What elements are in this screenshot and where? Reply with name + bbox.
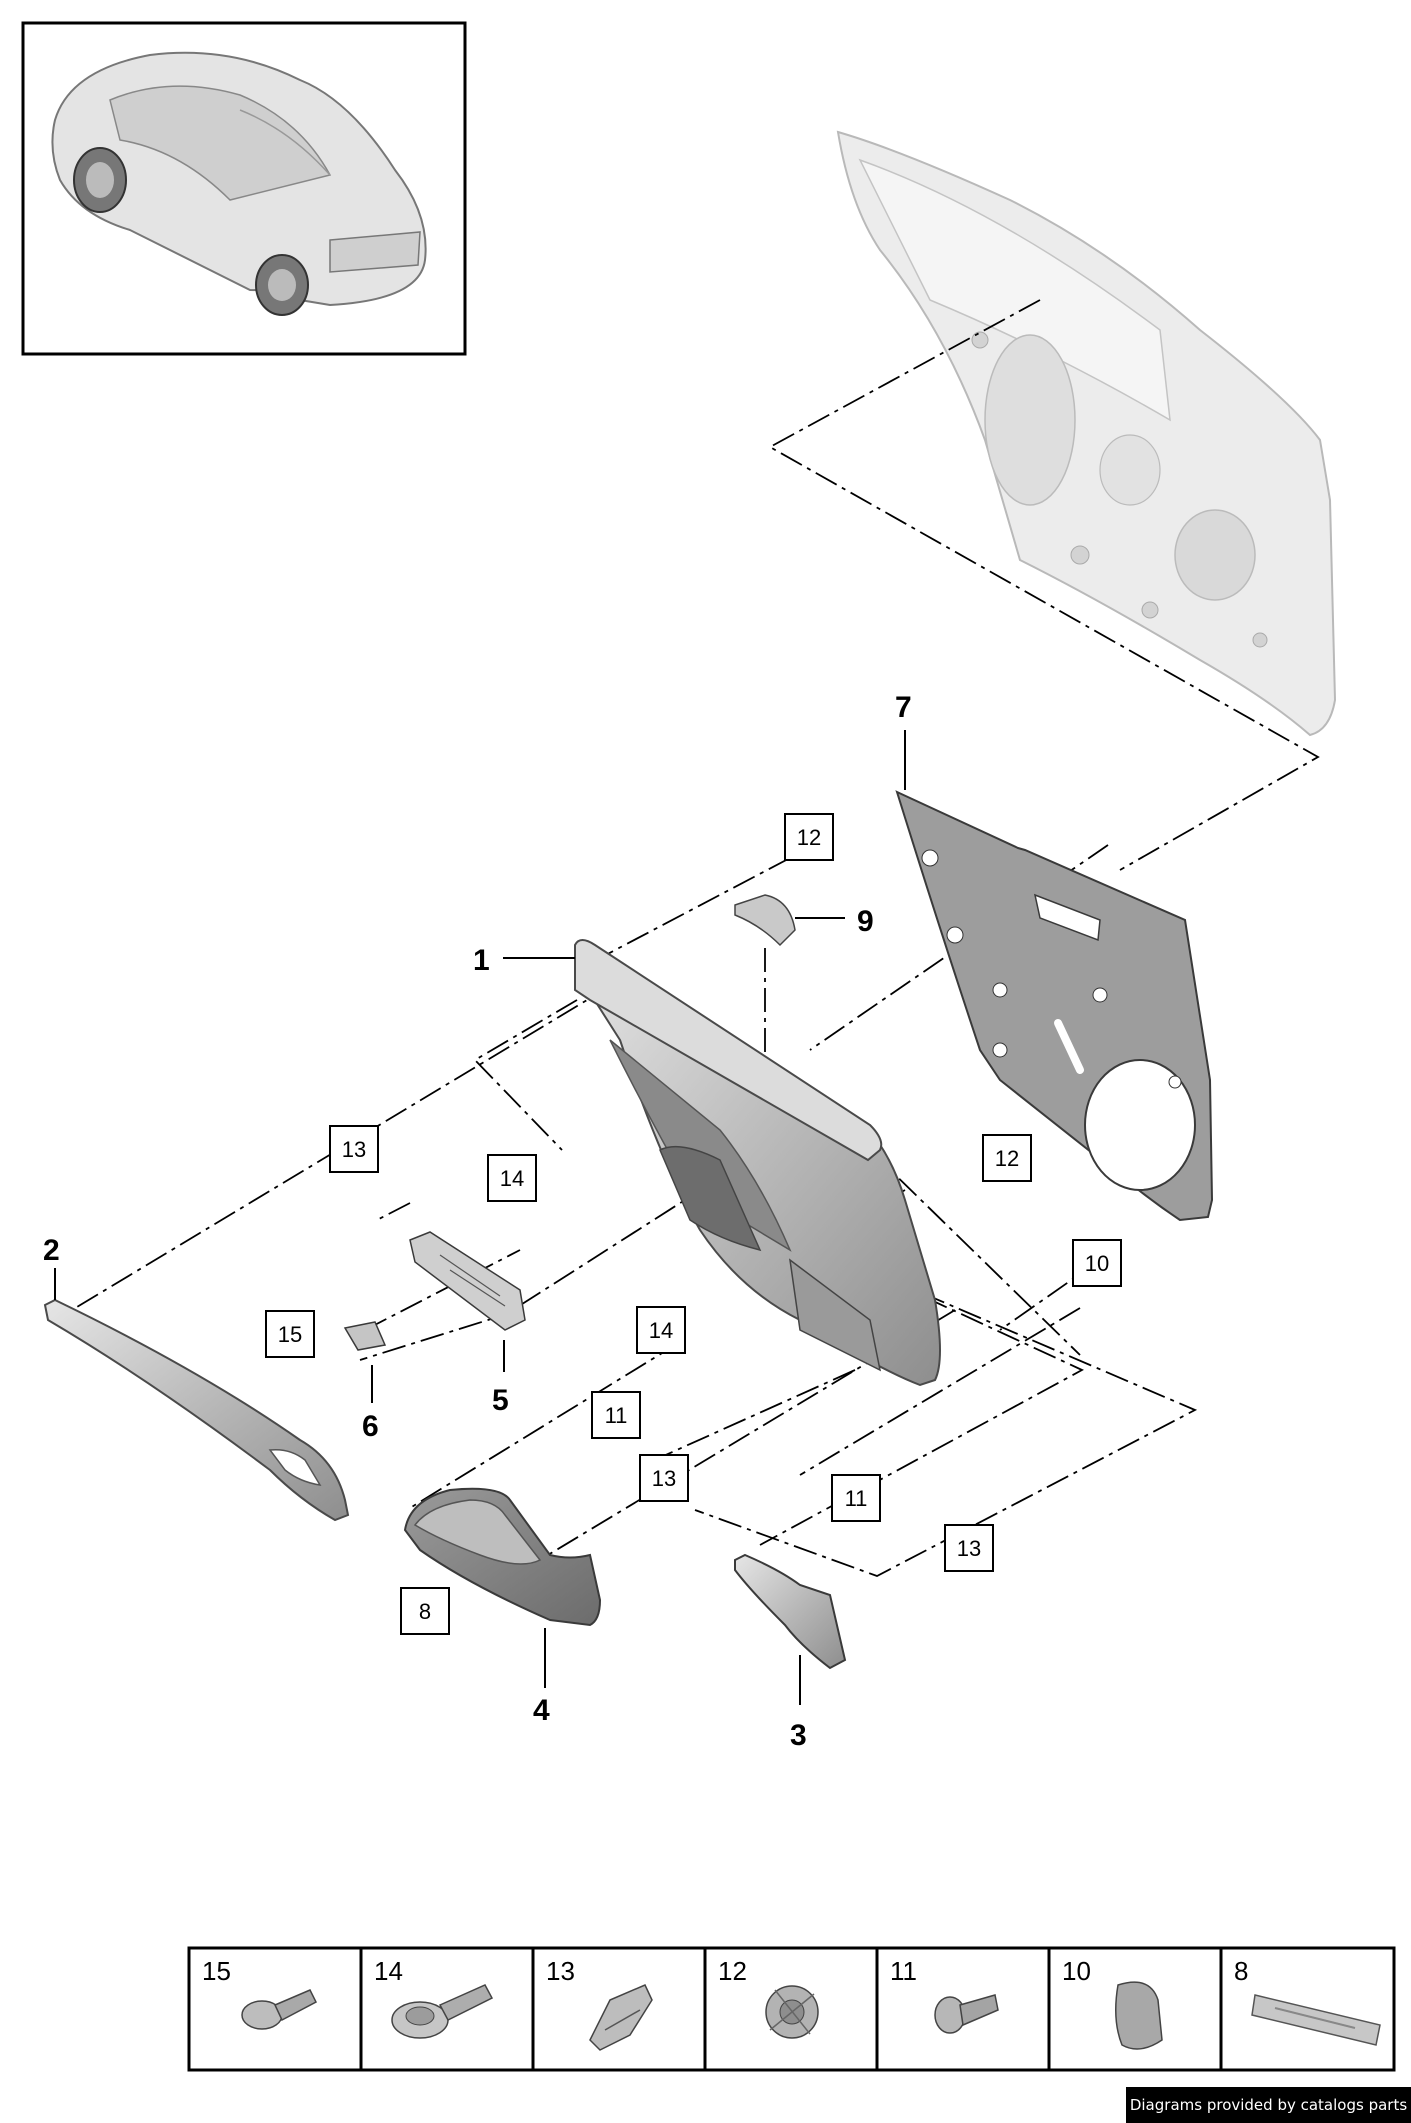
callout-6: 6 [362,1410,379,1443]
callout-7: 7 [895,691,912,724]
legend-number: 12 [718,1956,747,1986]
boxed-callout: 14 [487,1154,537,1202]
callout-3: 3 [790,1719,807,1752]
collar-screw-icon [391,1984,494,2039]
trim-cover [734,1553,847,1670]
boxed-callout: 13 [329,1125,379,1173]
small-clip [343,1321,387,1351]
boxed-callout: 11 [591,1391,641,1439]
boxed-callout: 14 [636,1306,686,1354]
badge-icon [1251,1994,1381,2046]
fastener-legend: 15 14 13 12 11 10 8 [187,1946,1396,2072]
boxed-callout-label: 12 [797,825,821,850]
clip-icon [589,1984,653,2051]
cap-icon [1115,1981,1163,2050]
callout-4: 4 [533,1694,550,1727]
callout-9: 9 [857,905,874,938]
boxed-callout-label: 11 [845,1486,868,1511]
boxed-callout-label: 11 [605,1403,628,1428]
boxed-callout-label: 13 [652,1466,676,1491]
legend-number: 14 [374,1956,403,1986]
door-trim-panel [574,939,941,1387]
screw-icon [241,1989,317,2030]
boxed-callout-label: 10 [1085,1251,1109,1276]
bracket [409,1231,526,1331]
insulation-panel [895,790,1214,1222]
boxed-callout: 13 [639,1454,689,1502]
decorative-strip [43,1298,350,1522]
boxed-callouts: 12 13 14 12 10 15 14 11 [265,813,1122,1635]
callout-leaders [54,730,906,1705]
vehicle-overview-inset [21,21,467,356]
callout-1: 1 [473,944,490,977]
door-shell [836,130,1337,737]
footer-credit: Diagrams provided by catalogs parts [1126,2087,1411,2123]
boxed-callout-label: 12 [995,1146,1019,1171]
boxed-callout: 11 [831,1474,881,1522]
boxed-callout-label: 14 [649,1318,673,1343]
boxed-callout: 13 [944,1524,994,1572]
plain-callouts: 1 2 7 9 5 6 4 3 [43,691,912,1752]
car-icon [51,51,427,316]
boxed-callout-label: 8 [419,1599,431,1624]
legend-number: 13 [546,1956,575,1986]
armrest [403,1487,602,1627]
rivet-icon [934,1994,999,2034]
legend-number: 11 [890,1956,917,1986]
callout-5: 5 [492,1384,509,1417]
boxed-callout-label: 14 [500,1166,524,1191]
legend-number: 15 [202,1956,231,1986]
boxed-callout: 12 [982,1134,1032,1182]
boxed-callout-label: 13 [957,1536,981,1561]
small-trim-piece [734,894,796,947]
boxed-callout-label: 13 [342,1137,366,1162]
boxed-callout: 8 [400,1587,450,1635]
legend-number: 8 [1234,1956,1248,1986]
boxed-callout: 10 [1072,1239,1122,1287]
boxed-callout: 12 [784,813,834,861]
boxed-callout-label: 15 [278,1322,302,1347]
boxed-callout: 15 [265,1310,315,1358]
callout-2: 2 [43,1234,60,1267]
legend-number: 10 [1062,1956,1091,1986]
expanding-clip-icon [765,1985,819,2039]
